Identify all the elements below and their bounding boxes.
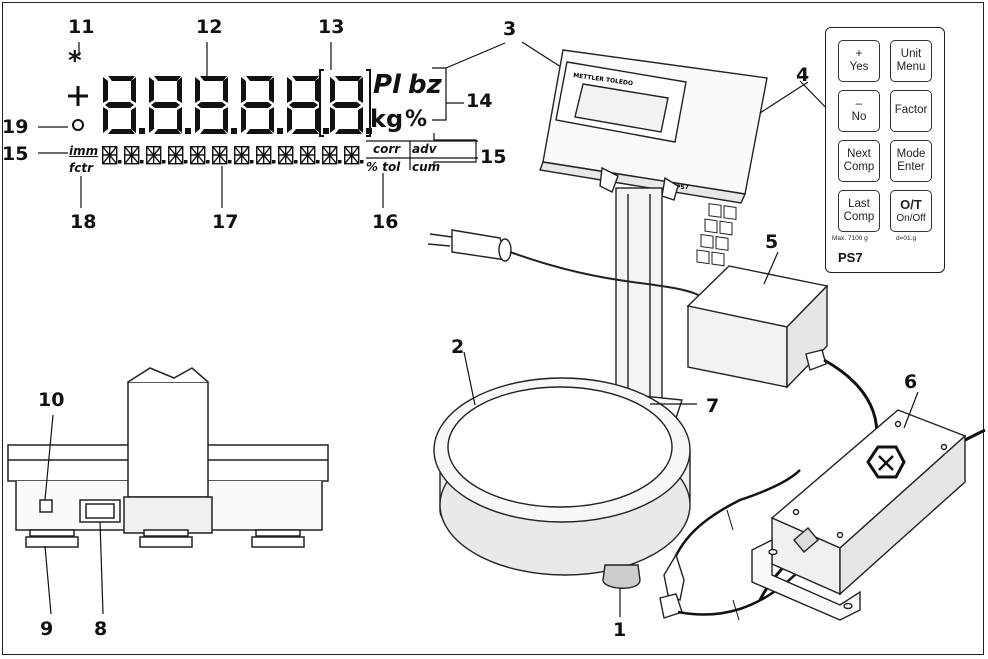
- lcd-unit-kg: kg: [370, 105, 404, 133]
- key-minus-no[interactable]: –No: [838, 90, 880, 132]
- callout-15-left: 15: [2, 143, 29, 165]
- lcd-star-symbol: *: [68, 46, 82, 76]
- lcd-digit-4: [241, 76, 283, 134]
- power-adapter: [686, 265, 879, 601]
- lcd-leaders: [38, 41, 590, 208]
- callout-9: 9: [40, 618, 54, 640]
- callout-10: 10: [38, 389, 65, 411]
- callout-17: 17: [212, 211, 239, 233]
- lcd-digit-5: [287, 76, 329, 134]
- lcd-unit-pl: Pl: [373, 70, 401, 100]
- callout-8: 8: [94, 618, 108, 640]
- ex-logo-icon: [866, 445, 906, 479]
- ex-junction-box: [751, 409, 986, 621]
- callout-7: 7: [706, 395, 720, 417]
- keypad-model-label: PS7: [838, 250, 863, 265]
- lcd-label-pct-tol: % tol: [366, 160, 401, 174]
- callout-6: 6: [904, 371, 918, 393]
- callout-12: 12: [196, 16, 223, 38]
- lcd-bracket-right: [366, 69, 371, 137]
- terminal-model: PS7: [676, 184, 689, 191]
- lcd-label-corr: corr: [373, 142, 401, 156]
- lcd-bracket-left: [319, 69, 324, 137]
- lcd-crosshair-icon: [68, 86, 88, 106]
- keypad-d-label: d=01.g: [896, 235, 917, 242]
- lcd-unit-bz: bz: [408, 70, 442, 100]
- column-stand: [599, 166, 683, 419]
- callout-19: 19: [2, 116, 29, 138]
- lcd-digit-6: [330, 76, 372, 134]
- lcd-digit-2: [149, 76, 191, 134]
- callout-5: 5: [765, 231, 779, 253]
- scale-rear-view: [7, 367, 329, 548]
- power-plug: [427, 229, 701, 297]
- lcd-unit-percent: %: [405, 107, 428, 132]
- keypad-max-label: Max. 7100 g: [832, 235, 868, 242]
- lcd-label-imm: imm: [69, 144, 99, 158]
- lcd-label-cum: cum: [412, 160, 441, 174]
- lcd-label-adv: adv: [412, 142, 437, 156]
- callout-15-right: 15: [480, 146, 507, 168]
- terminal-head: [539, 49, 768, 267]
- lcd-digit-3: [195, 76, 237, 134]
- callout-4: 4: [796, 64, 810, 86]
- lcd-digit-1: [103, 76, 145, 134]
- lcd-circle-icon: [72, 119, 84, 131]
- callout-1: 1: [613, 619, 627, 641]
- callout-14: 14: [466, 90, 493, 112]
- weighing-pan: [433, 377, 691, 589]
- callout-13: 13: [318, 16, 345, 38]
- key-factor[interactable]: Factor: [890, 90, 932, 132]
- callout-18: 18: [70, 211, 97, 233]
- key-plus-yes[interactable]: +Yes: [838, 40, 880, 82]
- callout-11: 11: [68, 16, 95, 38]
- callout-3: 3: [503, 18, 517, 40]
- lcd-alpha-row: [101, 145, 365, 165]
- callout-2: 2: [451, 336, 465, 358]
- lcd-label-fctr: fctr: [69, 161, 93, 175]
- callout-16: 16: [372, 211, 399, 233]
